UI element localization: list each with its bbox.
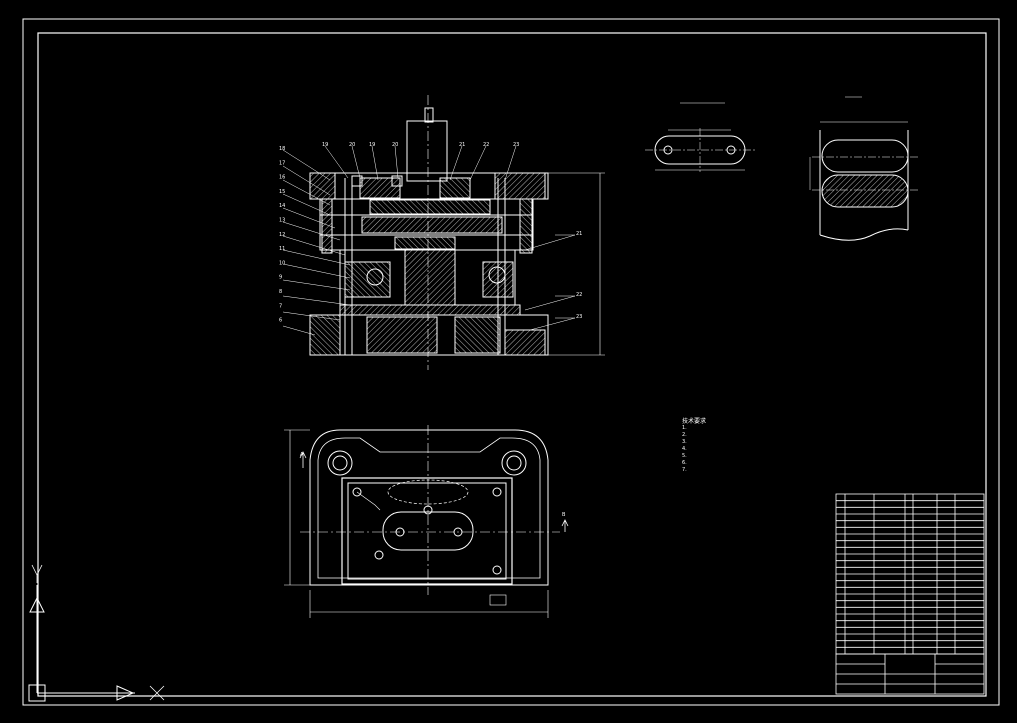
plan-view (284, 425, 569, 618)
balloon-number: 20 (392, 142, 398, 148)
balloon-number: 17 (279, 160, 285, 166)
tech-note: 2. (682, 432, 687, 438)
inner-frame (37, 32, 987, 697)
balloon-numbers: 18 17 16 15 14 13 12 11 10 9 8 7 6 19 20 19 20 21 22 23 21 22… (279, 142, 582, 324)
tech-note: 4. (682, 446, 687, 452)
tech-note: 1. (682, 425, 687, 431)
tech-note: 6. (682, 460, 687, 466)
part-detail-view (645, 102, 755, 172)
balloon-number: 18 (279, 146, 285, 152)
balloon-number: 21 (459, 142, 465, 148)
balloon-number: 16 (279, 175, 285, 181)
balloon-number: 11 (279, 246, 285, 252)
tech-note: 3. (682, 439, 687, 445)
balloon-number: 13 (279, 218, 285, 224)
balloon-number: 8 (279, 289, 282, 295)
tech-note: 7. (682, 467, 687, 473)
balloon-number: 22 (483, 142, 489, 148)
balloon-number: 9 (279, 275, 282, 281)
balloon-number: 15 (279, 189, 285, 195)
balloon-number: 19 (369, 142, 375, 148)
front-section-view (282, 95, 605, 370)
strip-layout-view (809, 96, 918, 241)
balloon-number: 14 (279, 203, 285, 209)
bom-table (835, 493, 985, 655)
title-block (835, 653, 985, 695)
tech-note: 5. (682, 453, 687, 459)
balloon-number: 10 (279, 260, 285, 266)
balloon-number: 21 (576, 231, 582, 237)
tech-notes-block: 技术要求 1. 2. 3. 4. 5. 6. 7. (682, 418, 706, 474)
balloon-number: 19 (322, 142, 328, 148)
balloon-number: 23 (513, 142, 519, 148)
ucs-icon (28, 564, 165, 702)
balloon-number: 6 (279, 318, 282, 324)
section-label-a: A (300, 452, 304, 458)
balloon-number: 7 (279, 303, 282, 309)
balloon-number: 20 (349, 142, 355, 148)
balloon-number: 23 (576, 314, 582, 320)
balloon-number: 22 (576, 292, 582, 298)
outer-frame (22, 18, 1000, 706)
tech-notes-title: 技术要求 (682, 418, 707, 425)
section-label-b: B (562, 512, 566, 518)
balloon-number: 12 (279, 232, 285, 238)
